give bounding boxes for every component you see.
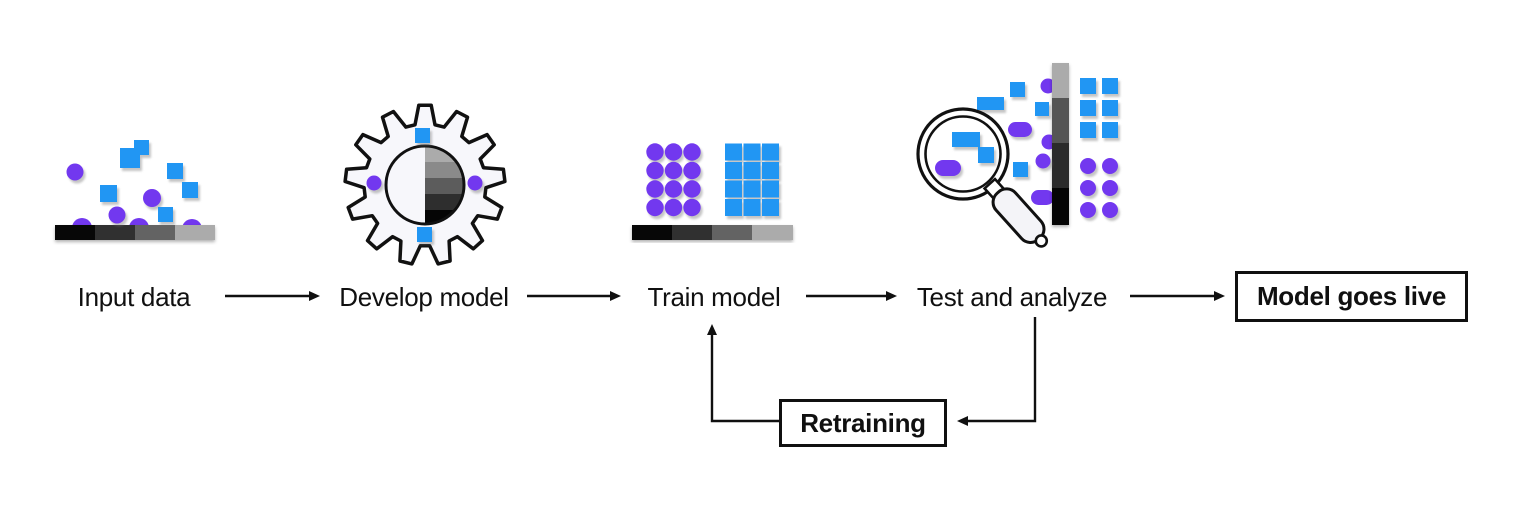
blue-square-grid: [1080, 78, 1118, 138]
stage-label-input-data: Input data: [77, 282, 191, 312]
vertical-grayscale-bar: [1052, 63, 1069, 225]
retraining-label: Retraining: [800, 407, 926, 438]
magnifier-analysis-icon: [916, 63, 1118, 248]
arrow-retraining-to-train: [707, 324, 779, 423]
grayscale-bar: [55, 225, 215, 240]
model-goes-live-box: Model goes live: [1235, 271, 1468, 322]
gear-icon: [343, 103, 507, 266]
purple-dot-grid: [1080, 158, 1118, 218]
stage-label-test-and-analyze: Test and analyze: [916, 282, 1108, 312]
scatter-data-points: [66, 140, 198, 224]
data-grids-icon: [632, 143, 793, 240]
stage-label-train-model: Train model: [647, 282, 781, 312]
retraining-box: Retraining: [779, 399, 947, 447]
magnifier-glass-icon: [916, 107, 1049, 248]
inner-circle: [384, 144, 466, 226]
stage-label-develop-model: Develop model: [339, 282, 509, 312]
scatter-data-points: [935, 82, 1051, 177]
input-data-icon: [55, 140, 215, 240]
grayscale-bar: [632, 225, 793, 240]
model-goes-live-label: Model goes live: [1256, 281, 1447, 311]
gear-data-points: [366, 128, 483, 242]
blue-square-grid: [725, 143, 779, 216]
arrow-test-to-retraining: [957, 317, 1037, 426]
purple-dot-grid: [646, 143, 701, 217]
